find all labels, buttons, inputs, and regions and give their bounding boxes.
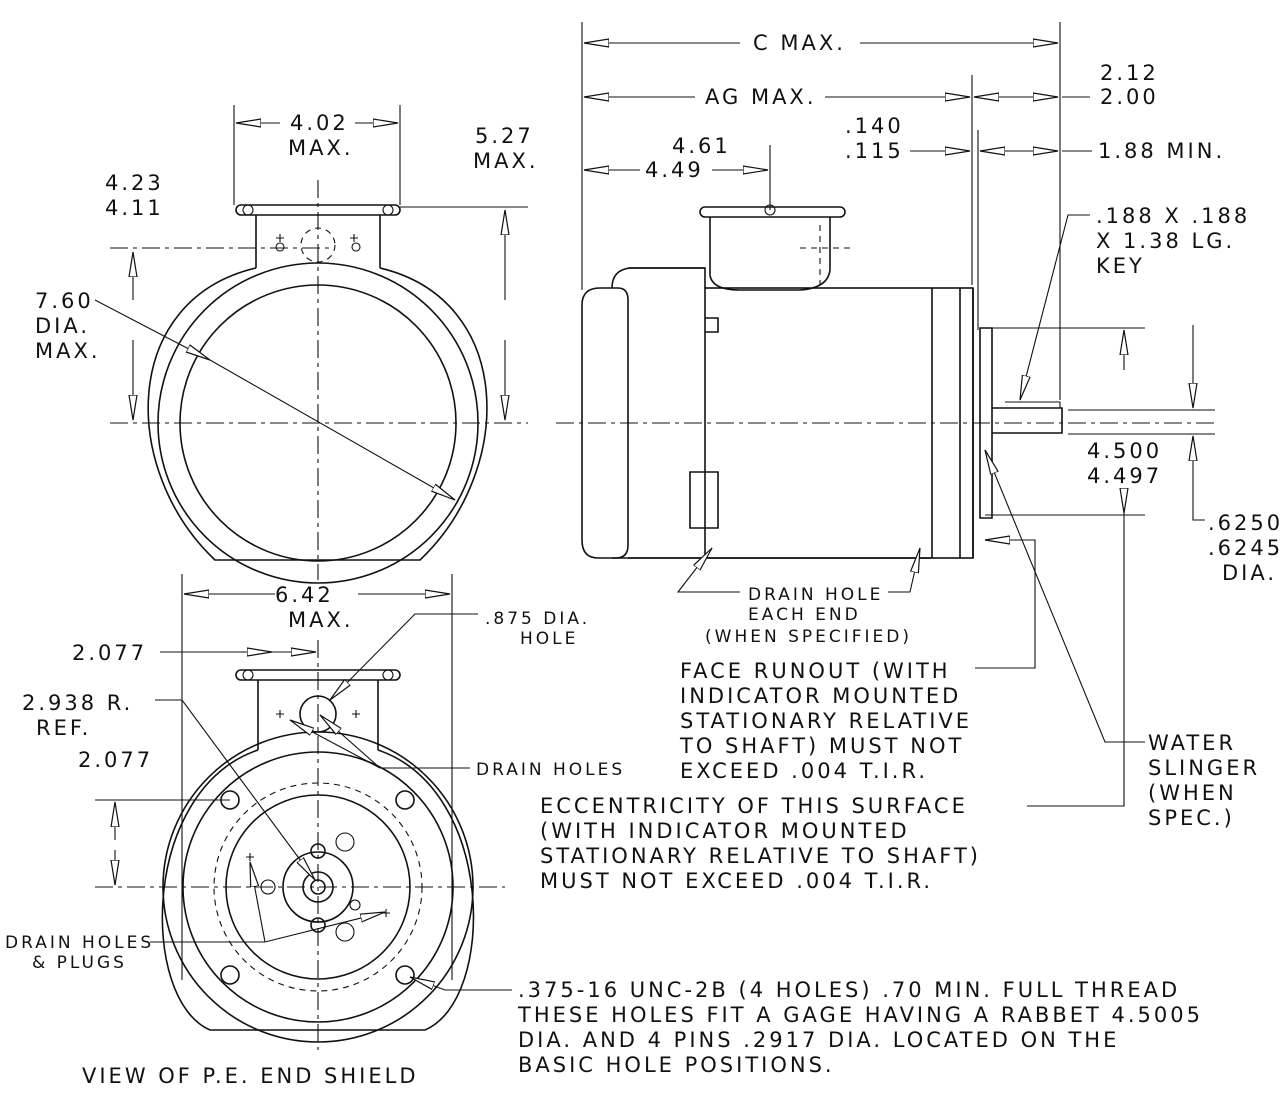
box-screw <box>382 204 394 216</box>
unc-note-line-4: BASIC HOLE POSITIONS. <box>518 1053 835 1077</box>
eccentricity-line-1: ECCENTRICITY OF THIS SURFACE <box>540 794 968 818</box>
c-max-label: C MAX. <box>753 31 846 55</box>
water-slinger-line-3: (WHEN <box>1148 781 1237 805</box>
face-thickness-lower: .115 <box>845 139 904 163</box>
unc-note-line-3: DIA. AND 4 PINS .2917 DIA. LOCATED ON TH… <box>518 1028 1119 1052</box>
drain-holes-label: DRAIN HOLES <box>476 760 625 780</box>
face-runout-line-3: STATIONARY RELATIVE <box>680 709 972 733</box>
box-height-upper: 4.23 <box>105 171 164 195</box>
shaft-dia-label: DIA. <box>1222 561 1277 585</box>
front-view <box>94 105 528 584</box>
box-offset-upper: 4.61 <box>672 134 731 158</box>
drain-note-line-2: EACH END <box>748 605 861 625</box>
frame-dia-value: 7.60 <box>35 289 94 313</box>
drain-plugs-line-1: DRAIN HOLES <box>5 933 154 953</box>
drain-plugs-line-2: & PLUGS <box>32 953 127 973</box>
shaft-dia-lower: .6245 <box>1208 536 1280 560</box>
shaft-min-label: 1.88 MIN. <box>1098 139 1225 163</box>
hole-dia-line-2: HOLE <box>520 629 578 649</box>
eccentricity-line-3: STATIONARY RELATIVE TO SHAFT) <box>540 844 981 868</box>
end-width-max: MAX. <box>288 608 354 632</box>
end-shield-view <box>95 574 512 1050</box>
key-size-line-1: .188 X .188 <box>1096 204 1250 228</box>
face-thickness-upper: .140 <box>845 114 904 138</box>
box-offset-lower: 4.49 <box>645 158 704 182</box>
frame-dia-dia: DIA. <box>35 314 90 338</box>
water-slinger-line-4: SPEC.) <box>1148 806 1235 830</box>
height-value: 5.27 <box>475 124 534 148</box>
shaft-length-upper: 2.12 <box>1100 61 1159 85</box>
key <box>1005 401 1061 408</box>
eccentricity-line-2: (WITH INDICATOR MOUNTED <box>540 819 910 843</box>
shaft-dia-upper: .6250 <box>1208 511 1280 535</box>
frame-outline <box>147 267 488 561</box>
box-screw <box>242 204 254 216</box>
offset-2077-left: 2.077 <box>78 748 153 772</box>
view-caption: VIEW OF P.E. END SHIELD <box>82 1064 419 1088</box>
box-walls <box>255 215 381 268</box>
lugs <box>689 317 719 529</box>
height-max: MAX. <box>473 149 539 173</box>
face-runout-line-4: TO SHAFT) MUST NOT <box>679 734 964 758</box>
key-size-line-3: KEY <box>1096 254 1145 278</box>
hole-dia-line-1: .875 DIA. <box>485 609 590 629</box>
pilot-dia-upper: 4.500 <box>1087 439 1162 463</box>
box-width-value: 4.02 <box>290 111 349 135</box>
end-width-value: 6.42 <box>275 583 334 607</box>
unc-note-line-1: .375-16 UNC-2B (4 HOLES) .70 MIN. FULL T… <box>518 978 1180 1002</box>
face-runout-line-5: EXCEED .004 T.I.R. <box>680 759 928 783</box>
pilot-dia-lower: 4.497 <box>1087 464 1162 488</box>
water-slinger-line-1: WATER <box>1148 731 1236 755</box>
side-view <box>556 22 1215 807</box>
ag-max-label: AG MAX. <box>705 85 817 109</box>
key-size-line-2: X 1.38 LG. <box>1096 229 1235 253</box>
frame-dia-max: MAX. <box>35 339 101 363</box>
shaft-length-lower: 2.00 <box>1100 85 1159 109</box>
water-slinger-line-2: SLINGER <box>1148 756 1260 780</box>
box-width-max: MAX. <box>288 136 354 160</box>
unc-note-line-2: THESE HOLES FIT A GAGE HAVING A RABBET 4… <box>517 1003 1203 1027</box>
box-height-lower: 4.11 <box>105 196 164 220</box>
eccentricity-line-4: MUST NOT EXCEED .004 T.I.R. <box>540 869 933 893</box>
drain-note-line-1: DRAIN HOLE <box>748 585 883 605</box>
drain-note-line-3: (WHEN SPECIFIED) <box>705 627 912 647</box>
shaft <box>992 407 1063 434</box>
side-box-flange <box>699 206 846 218</box>
face-runout-line-2: INDICATOR MOUNTED <box>680 684 961 708</box>
offset-2077-top: 2.077 <box>72 641 147 665</box>
radius-2938: 2.938 R. <box>22 691 133 715</box>
face-runout-line-1: FACE RUNOUT (WITH <box>680 659 951 683</box>
radius-ref: REF. <box>36 716 91 740</box>
frame-end <box>611 267 705 559</box>
